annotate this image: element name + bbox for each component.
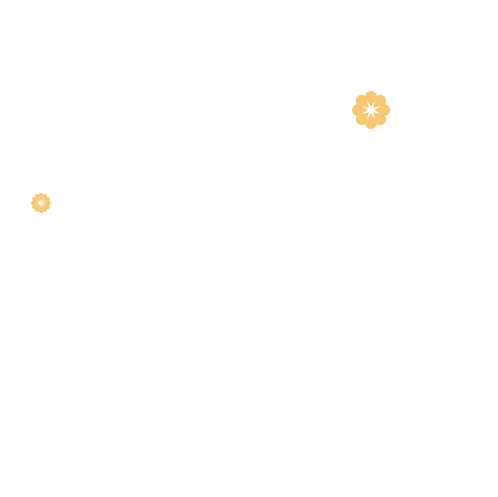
petal	[365, 113, 377, 129]
petal	[42, 203, 50, 210]
petal	[32, 196, 40, 203]
petal	[41, 204, 48, 212]
flower-icon	[350, 89, 392, 131]
petal	[38, 204, 44, 213]
flower-small-icon	[31, 193, 51, 213]
petal	[355, 94, 369, 108]
petal	[373, 112, 387, 126]
petal	[352, 104, 368, 116]
petal	[32, 203, 40, 210]
petal	[42, 196, 50, 203]
petal	[373, 94, 387, 108]
petal	[31, 200, 40, 206]
petal	[42, 200, 51, 206]
flower-icon	[30, 192, 52, 214]
petal	[34, 194, 41, 202]
petal	[38, 193, 44, 202]
petal	[365, 91, 377, 107]
petal	[355, 112, 369, 126]
petal	[34, 204, 41, 212]
flower-large-icon	[352, 91, 390, 129]
petal	[374, 104, 390, 116]
petal	[41, 194, 48, 202]
